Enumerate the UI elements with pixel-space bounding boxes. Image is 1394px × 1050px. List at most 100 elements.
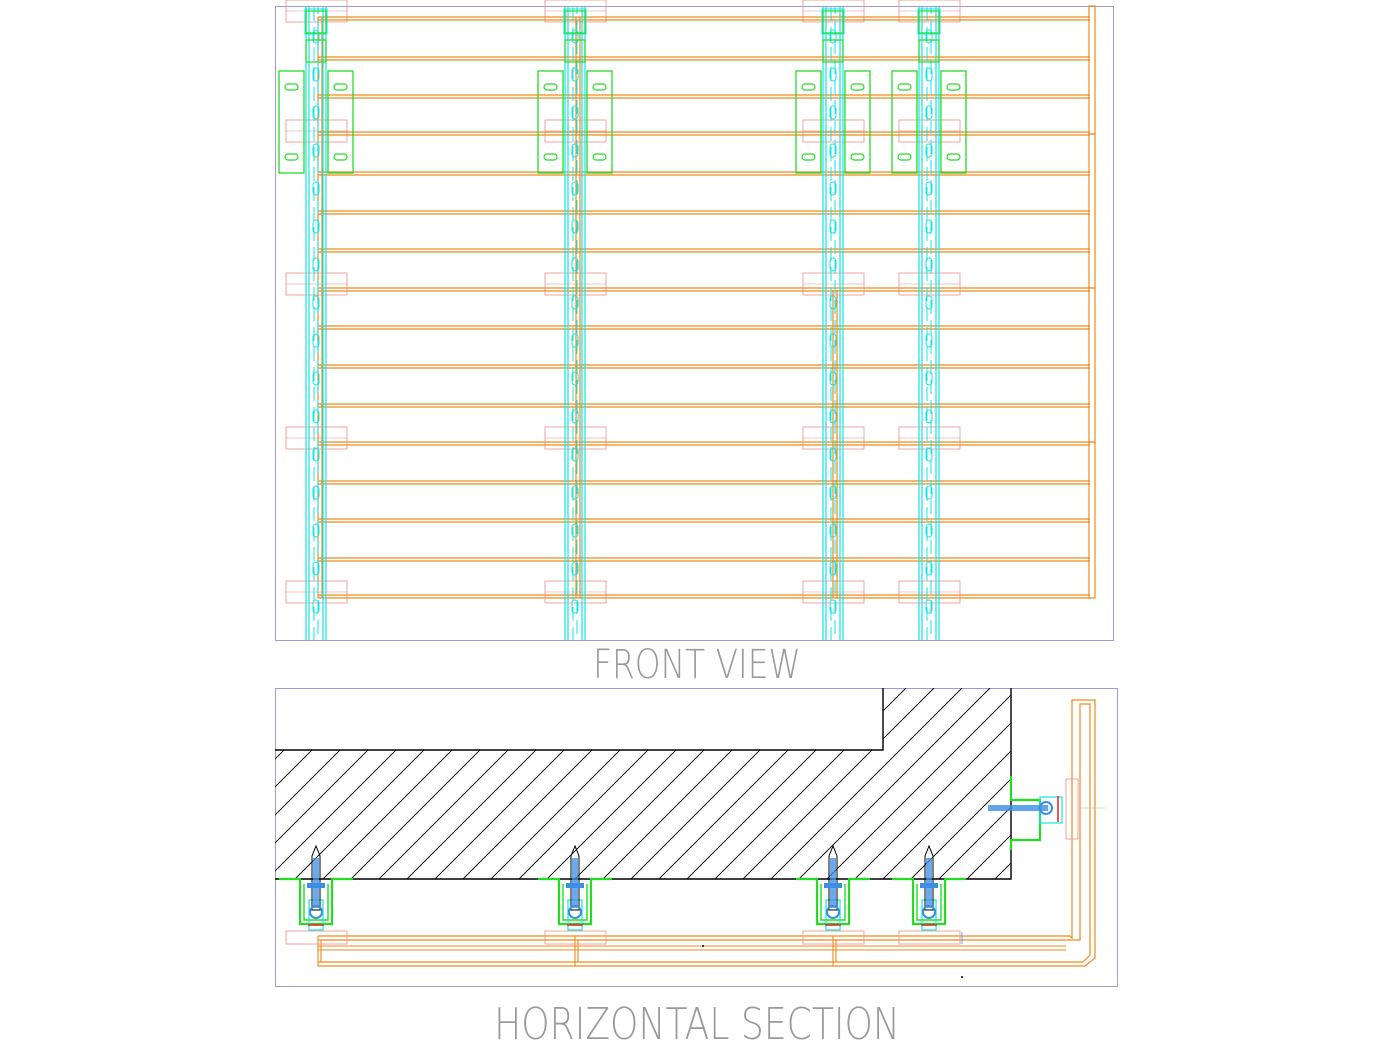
marker-box [285,930,348,945]
rail-slot [925,29,933,44]
rail-slot [829,105,837,120]
section-bracket-assembly [538,844,612,945]
anchor-bolt-outline [311,844,321,911]
horizontal-section-drawing [0,688,1394,987]
bracket-slot [897,83,912,91]
hatch-line [15,688,206,879]
rail-slot [571,333,579,348]
panel-profile [318,699,1096,967]
anchor-nut [309,905,323,919]
rail-slot [571,599,579,614]
rail-slot [925,257,933,272]
rail-slot [312,29,320,44]
hatch-line [854,688,1011,879]
bracket-slot [592,83,607,91]
hatch-line [938,688,1011,879]
rail-slot [312,409,320,424]
rail-slot [829,523,837,538]
hatch-line [1191,688,1382,879]
rail-slot [925,409,933,424]
rail-slot [312,143,320,158]
bracket-slot [850,83,865,91]
rail-slot [312,181,320,196]
bracket-slot [897,153,912,161]
side-bracket-assembly [988,776,1105,850]
rail-slot [925,67,933,82]
anchor-nut [568,905,582,919]
rail-slot [571,181,579,196]
rail-slot [312,561,320,576]
horizontal-section-title: HORIZONTAL SECTION [494,999,900,1050]
side-bracket-profile [1009,776,1042,850]
hatch-line [71,688,262,879]
bracket-slot [543,83,558,91]
anchor-washer [824,883,842,888]
rail-slot [571,523,579,538]
hatch-line [1107,688,1298,879]
rail-slot [312,599,320,614]
hatch-line [0,688,66,879]
rail-slot [829,447,837,462]
panel-end-cap [1088,5,1096,135]
hatch-line [798,688,991,879]
section-bracket-assembly [892,844,966,945]
marker-box [898,930,961,945]
bracket-slot [333,83,348,91]
hatch-line [1219,688,1394,879]
rail-slot [312,333,320,348]
hatch-line [275,688,431,879]
rail-slot [571,371,579,386]
rail-clip [564,10,586,34]
bracket-slot [284,83,299,91]
hatch-line [686,688,879,879]
bracket-plate [940,70,967,174]
rail-slot [829,219,837,234]
hatch-line [630,688,823,879]
bracket-slot [333,153,348,161]
rail-slot [829,333,837,348]
wall-hatching [0,688,1394,879]
hatch-line [1275,688,1394,879]
side-anchor-bolt [988,805,1048,811]
hatch-line [602,688,795,879]
rail-top-cap [304,8,328,35]
rail-clip [822,39,844,63]
anchor-nut [922,905,936,919]
rail-slot [312,295,320,310]
anchor-washer [307,883,325,888]
rail-slot [571,295,579,310]
section-bracket-assembly [796,844,870,945]
section-frame [275,688,1118,987]
rail-slot [312,219,320,234]
wall-outline [275,688,1012,880]
bracket-plate [844,70,871,174]
bracket-profile [538,877,612,926]
hatch-line [574,688,767,879]
rail-slot [571,485,579,500]
hatch-line [1247,688,1394,879]
hatch-line [434,688,627,879]
rail-slot [829,181,837,196]
hatch-line [0,688,178,879]
rail-slot [571,447,579,462]
rail-slot [312,523,320,538]
rail-slot [925,105,933,120]
rail-slot [829,485,837,500]
bracket-slot [946,83,961,91]
hatch-line [275,688,375,879]
hatch-line [658,688,851,879]
front-view-frame [275,6,1114,641]
rail-slot [925,143,933,158]
hatch-line [1303,688,1394,879]
marker-box [544,930,607,945]
section-panels [317,699,1096,967]
section-bracket-assembly [279,844,353,945]
hatch-line [966,688,1011,879]
rail-slot [829,561,837,576]
bracket-profile [892,877,966,926]
rail-slot [571,409,579,424]
bracket-slot [850,153,865,161]
rail-slot [571,257,579,272]
rail-slot [829,295,837,310]
